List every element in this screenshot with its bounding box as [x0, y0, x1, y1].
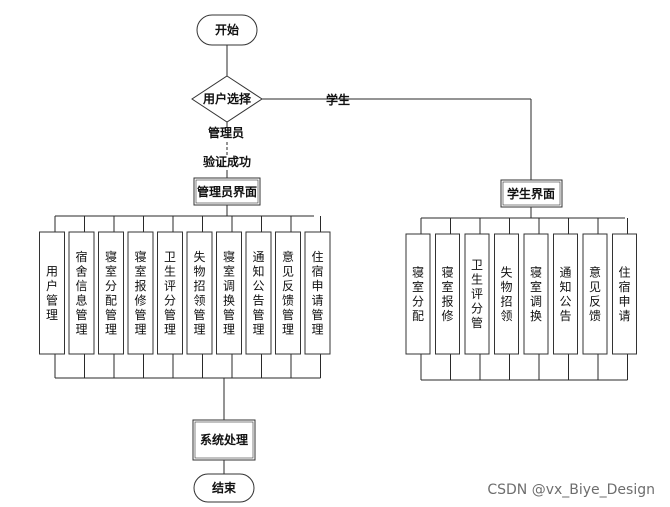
- student-module-list: 寝室分配 寝室报修 卫生评分管 失物招领 寝室调换 通知公告 意见反馈 住宿申请: [405, 233, 637, 355]
- end-node: 结束: [193, 473, 255, 503]
- student-module-box: [582, 233, 608, 355]
- student-module-item: 卫生评分管: [464, 233, 490, 355]
- admin-module-item: 住宿申请管理: [304, 231, 331, 355]
- end-label: 结束: [212, 480, 237, 495]
- admin-module-label: 寝室报修管理: [134, 249, 146, 337]
- admin-module-item: 寝室调换管理: [216, 231, 242, 355]
- admin-module-list: 用户管理 宿舍信息管理 寝室分配管理 寝室报修管理 卫生评分管理 失物招领管理 寝室调换管理…: [39, 231, 331, 355]
- student-module-item: 通知公告: [553, 233, 578, 355]
- student-module-item: 寝室报修: [435, 233, 460, 355]
- admin-module-item: 寝室报修管理: [127, 231, 154, 355]
- admin-module-box: [245, 231, 272, 355]
- student-module-box: [494, 233, 519, 355]
- student-module-label: 寝室调换: [530, 264, 542, 323]
- watermark: CSDN @vx_Biye_Design: [487, 482, 655, 498]
- process-node: 系统处理: [192, 419, 256, 461]
- admin-module-label: 通知公告管理: [252, 250, 264, 337]
- student-module-item: 住宿申请: [612, 233, 637, 355]
- admin-module-box: [304, 231, 331, 355]
- admin-module-box: [186, 231, 213, 355]
- student-interface-label: 学生界面: [507, 186, 555, 201]
- admin-module-box: [98, 231, 124, 355]
- start-label: 开始: [215, 22, 239, 37]
- start-node: 开始: [196, 14, 258, 46]
- admin-module-box: [275, 231, 301, 355]
- process-label: 系统处理: [200, 432, 248, 447]
- admin-module-item: 用户管理: [39, 231, 65, 355]
- student-module-label: 寝室报修: [441, 264, 453, 323]
- student-module-label: 卫生评分管: [471, 258, 483, 330]
- student-module-item: 失物招领: [494, 233, 519, 355]
- admin-module-item: 卫生评分管理: [157, 231, 183, 355]
- admin-module-label: 宿舍信息管理: [75, 249, 87, 337]
- student-module-box: [435, 233, 460, 355]
- student-module-item: 意见反馈: [582, 233, 608, 355]
- admin-module-item: 失物招领管理: [186, 231, 213, 355]
- student-module-label: 通知公告: [559, 265, 571, 323]
- admin-module-item: 宿舍信息管理: [68, 231, 95, 355]
- admin-module-box: [39, 231, 65, 355]
- admin-module-box: [157, 231, 183, 355]
- admin-module-label: 用户管理: [46, 264, 58, 322]
- admin-module-item: 意见反馈管理: [275, 231, 301, 355]
- admin-module-box: [68, 231, 95, 355]
- admin-module-label: 寝室调换管理: [223, 249, 235, 337]
- student-module-label: 寝室分配: [412, 264, 424, 323]
- verify-label: 验证成功: [203, 154, 251, 169]
- student-module-box: [464, 233, 490, 355]
- admin-module-label: 失物招领管理: [193, 249, 205, 337]
- student-module-box: [523, 233, 549, 355]
- choice-label: 用户选择: [202, 91, 252, 106]
- student-module-box: [405, 233, 431, 355]
- student-module-item: 寝室分配: [405, 233, 431, 355]
- admin-module-label: 寝室分配管理: [105, 249, 117, 337]
- student-module-label: 失物招领: [500, 264, 512, 323]
- admin-module-item: 寝室分配管理: [98, 231, 124, 355]
- admin-module-label: 住宿申请管理: [311, 250, 323, 337]
- admin-interface-label: 管理员界面: [197, 184, 257, 199]
- admin-module-label: 意见反馈管理: [282, 249, 294, 337]
- admin-module-box: [127, 231, 154, 355]
- student-module-box: [612, 233, 637, 355]
- student-branch-label: 学生: [326, 92, 350, 107]
- student-interface-node: 学生界面: [500, 179, 563, 208]
- admin-interface-node: 管理员界面: [193, 177, 261, 206]
- admin-module-label: 卫生评分管理: [164, 250, 176, 337]
- choice-node: 用户选择: [191, 75, 263, 123]
- student-module-box: [553, 233, 578, 355]
- student-module-label: 住宿申请: [618, 265, 630, 323]
- student-module-label: 意见反馈: [589, 264, 601, 323]
- admin-module-item: 通知公告管理: [245, 231, 272, 355]
- student-module-item: 寝室调换: [523, 233, 549, 355]
- connector-lines: [54, 45, 628, 474]
- admin-module-box: [216, 231, 242, 355]
- admin-branch-label: 管理员: [208, 125, 244, 140]
